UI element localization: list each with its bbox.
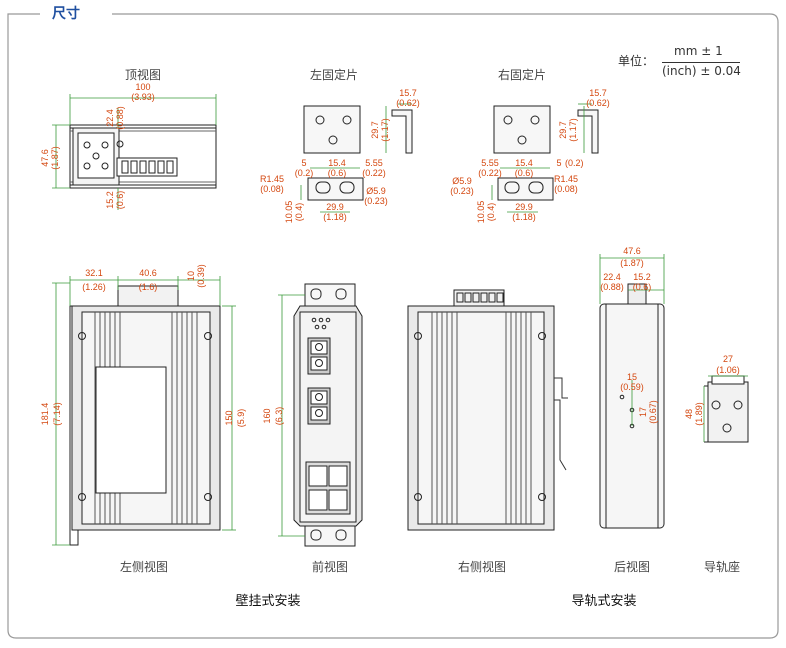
dim-lb-b-in: (0.6) [328, 168, 347, 178]
dim-top-d1: 22.4 [105, 109, 115, 127]
dim-back-width: 47.6 [623, 246, 641, 256]
dim-lb-hole-h: 10.05 [284, 201, 294, 224]
dim-rb-hole-in: (0.23) [450, 186, 474, 196]
dim-top-width: 100 [135, 82, 150, 92]
dim-lb-width: 29.9 [326, 202, 344, 212]
dim-lb-b: 15.4 [328, 158, 346, 168]
label-back-view: 后视图 [613, 560, 651, 574]
dim-ls-c: 10 [186, 271, 196, 281]
dim-lb-height-in: (1.17) [380, 118, 390, 142]
dim-back-b-in: (0.6) [633, 282, 652, 292]
dim-rb-hole-h-in: (0.4) [486, 203, 496, 222]
label-top-view: 顶视图 [124, 68, 162, 82]
dim-front-height-in: (6.3) [274, 407, 284, 426]
dim-ls-a: 32.1 [85, 268, 103, 278]
unit-denominator: (inch) ± 0.04 [662, 64, 741, 78]
left-side-view-drawing [69, 285, 221, 546]
dim-lb-a: 5 [301, 158, 306, 168]
dim-rail-width-in: (1.06) [716, 365, 740, 375]
dim-lb-hole-in: (0.23) [364, 196, 388, 206]
unit-numerator: mm ± 1 [674, 44, 723, 58]
dim-front-height: 160 [262, 408, 272, 423]
dim-top-width-in: (3.93) [131, 92, 155, 102]
label-front-view: 前视图 [311, 560, 349, 574]
dim-rb-hole: Ø5.9 [452, 176, 472, 186]
left-bracket-drawing [303, 105, 413, 201]
dim-ls-height-in: (7.14) [52, 402, 62, 426]
dim-lb-width-in: (1.18) [323, 212, 347, 222]
section-title: 尺寸 [48, 4, 84, 24]
label-right-bracket: 右固定片 [497, 68, 547, 82]
dim-ls-height2-in: (5.9) [236, 409, 246, 428]
dim-rb-thickness-in: (0.62) [586, 98, 610, 108]
dim-ls-b: 40.6 [139, 268, 157, 278]
dim-ls-height2: 150 [224, 410, 234, 425]
dim-ls-height: 181.4 [40, 403, 50, 426]
dim-ls-a-in: (1.26) [82, 282, 106, 292]
dim-lb-c-in: (0.22) [362, 168, 386, 178]
dim-rb-hole-h: 10.05 [476, 201, 486, 224]
dim-lb-radius-in: (0.08) [260, 184, 284, 194]
dim-lb-thickness: 15.7 [399, 88, 417, 98]
dim-rb-width: 29.9 [515, 202, 533, 212]
right-side-view-drawing [407, 289, 568, 531]
dim-rb-a-in: (0.2) [565, 158, 584, 168]
dim-back-a: 22.4 [603, 272, 621, 282]
dim-ls-b-in: (1.6) [139, 282, 158, 292]
dim-rb-height: 29.7 [558, 121, 568, 139]
label-right-side-view: 右侧视图 [457, 560, 507, 574]
label-rail-seat: 导轨座 [703, 560, 741, 574]
dim-rb-radius: R1.45 [554, 174, 578, 184]
dim-rb-thickness: 15.7 [589, 88, 607, 98]
label-left-side-view: 左侧视图 [119, 560, 169, 574]
unit-prefix: 单位： [618, 54, 655, 68]
dim-rail-height-in: (1.89) [694, 402, 704, 426]
label-left-bracket: 左固定片 [309, 68, 359, 82]
dim-rb-height-in: (1.17) [568, 118, 578, 142]
dim-rail-width: 27 [723, 354, 733, 364]
label-din-mount: 导轨式安装 [571, 594, 637, 609]
dim-rb-c-in: (0.22) [478, 168, 502, 178]
dim-back-d-in: (0.67) [648, 400, 658, 424]
dim-lb-hole: Ø5.9 [366, 186, 386, 196]
dim-lb-radius: R1.45 [260, 174, 284, 184]
dim-top-d2: 15.2 [105, 191, 115, 209]
dim-back-c: 15 [627, 372, 637, 382]
dim-lb-thickness-in: (0.62) [396, 98, 420, 108]
dim-rb-width-in: (1.18) [512, 212, 536, 222]
dim-rb-c: 5.55 [481, 158, 499, 168]
right-bracket-drawing [493, 105, 599, 201]
dim-ls-c-in: (0.39) [196, 264, 206, 288]
dim-rb-b-in: (0.6) [515, 168, 534, 178]
rail-seat-drawing [704, 375, 749, 443]
dim-back-d: 17 [638, 407, 648, 417]
dim-rb-b: 15.4 [515, 158, 533, 168]
dimension-texts: 100 (3.93) 22.4 (0.88) 47.6 (1.87) 15.2 … [40, 82, 740, 427]
top-view-drawing [69, 124, 217, 189]
dim-back-b: 15.2 [633, 272, 651, 282]
dim-top-d1-in: (0.88) [115, 106, 125, 130]
extension-lines [52, 94, 748, 546]
dim-top-height-in: (1.87) [50, 146, 60, 170]
dim-lb-a-in: (0.2) [295, 168, 314, 178]
dim-rb-a: 5 [556, 158, 561, 168]
dim-lb-height: 29.7 [370, 121, 380, 139]
unit-fraction-bar [662, 62, 740, 63]
dim-top-d2-in: (0.6) [115, 191, 125, 210]
dim-back-a-in: (0.88) [600, 282, 624, 292]
dim-back-c-in: (0.59) [620, 382, 644, 392]
dim-back-width-in: (1.87) [620, 258, 644, 268]
dim-lb-hole-h-in: (0.4) [294, 203, 304, 222]
front-view-drawing [293, 283, 363, 547]
dim-lb-c: 5.55 [365, 158, 383, 168]
label-wall-mount: 壁挂式安装 [235, 594, 301, 609]
dim-top-height: 47.6 [40, 149, 50, 167]
dim-rb-radius-in: (0.08) [554, 184, 578, 194]
dim-rail-height: 48 [684, 409, 694, 419]
